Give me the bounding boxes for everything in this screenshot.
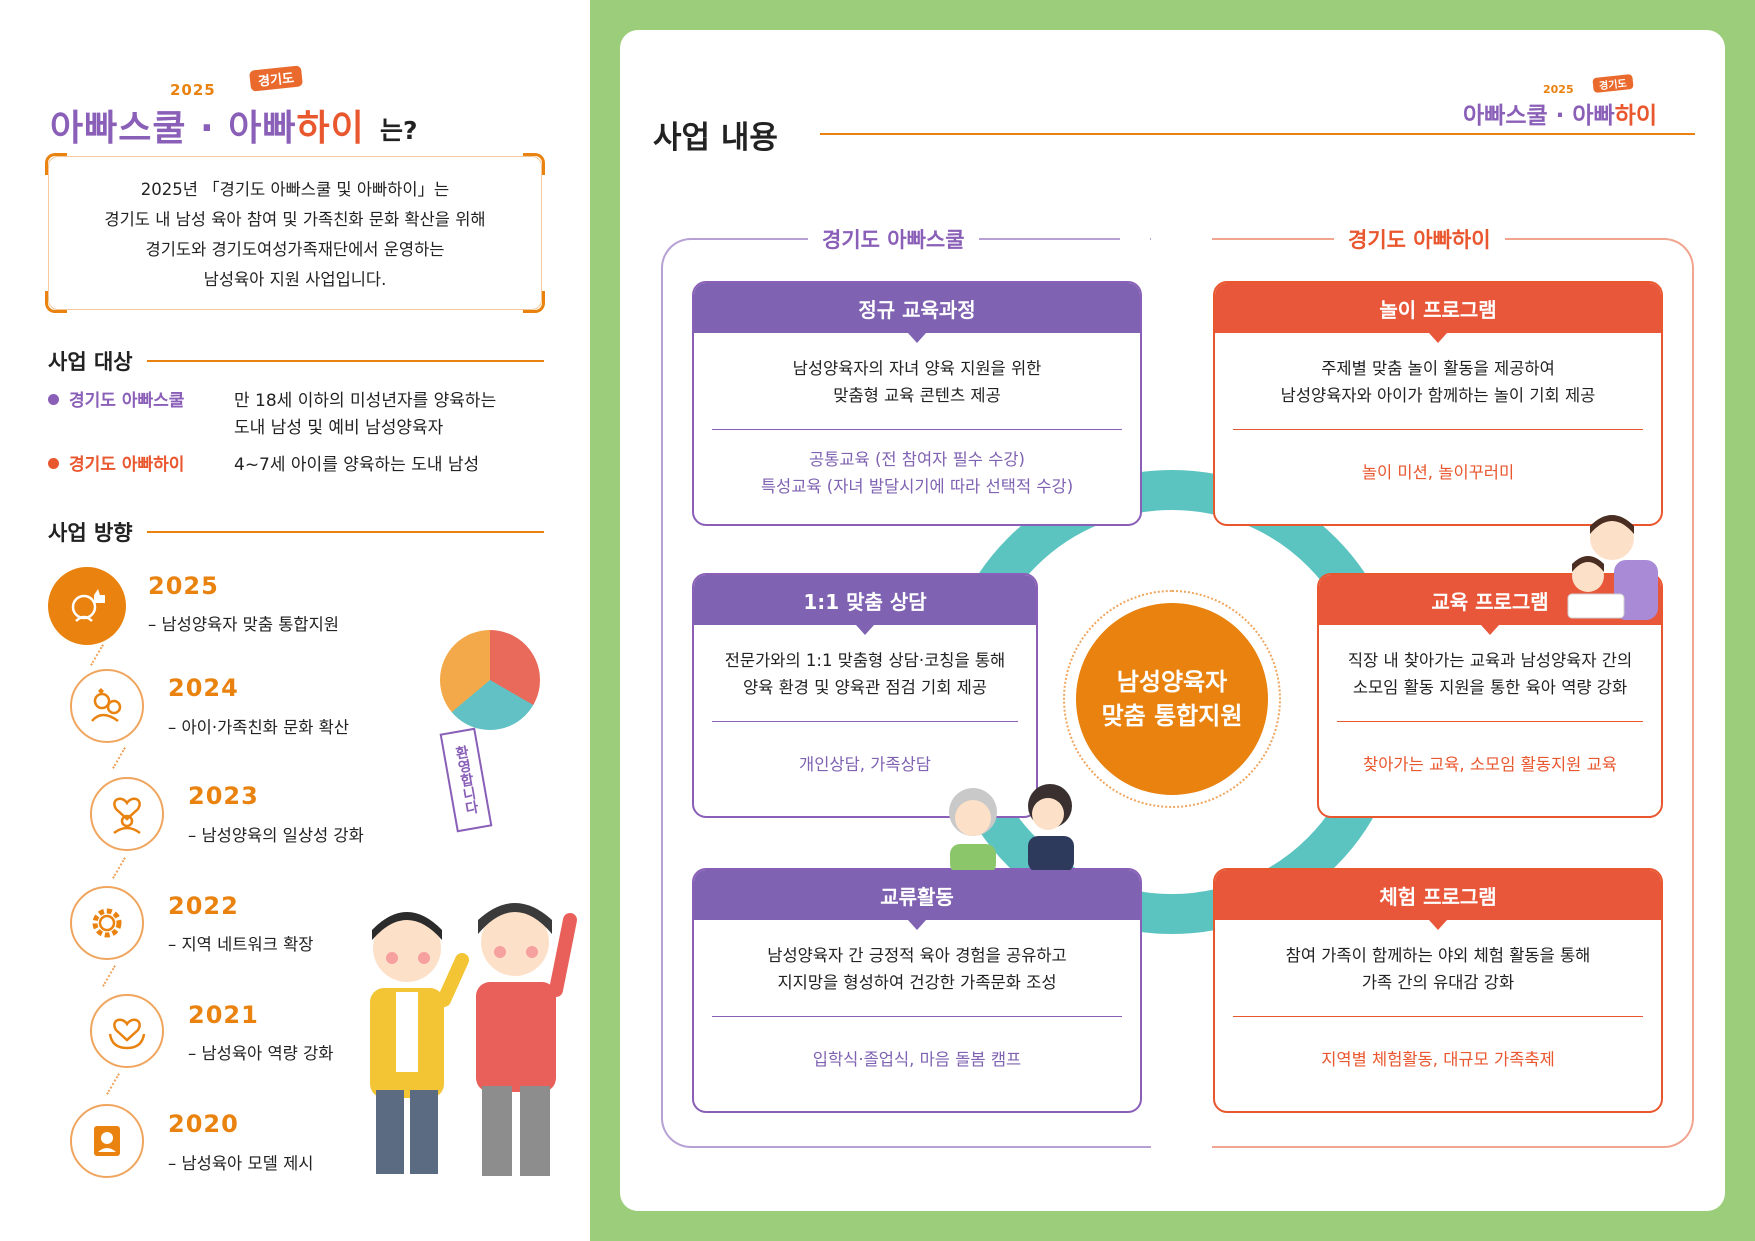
family-heart-icon — [90, 777, 164, 851]
hugging-family-icon — [70, 669, 144, 743]
gear-network-icon — [70, 886, 144, 960]
baby-frame-icon — [70, 1104, 144, 1178]
logo-tag: 경기도 — [249, 65, 303, 92]
parent-thumbs-up-icon — [48, 567, 126, 645]
timeline-desc-2022: – 지역 네트워크 확장 — [168, 935, 314, 954]
heart-hands-icon — [90, 994, 164, 1068]
intro-box: 2025년 「경기도 아빠스쿨 및 아빠하이」는 경기도 내 남성 육아 참여 … — [45, 153, 545, 313]
timeline-desc-2025: – 남성양육자 맞춤 통합지원 — [148, 615, 339, 634]
timeline-desc-2021: – 남성육아 역량 강화 — [188, 1044, 334, 1063]
timeline-year-2023: 2023 — [188, 782, 259, 810]
target-heading: 사업 대상 — [48, 346, 544, 376]
timeline-desc-2020: – 남성육아 모델 제시 — [168, 1154, 314, 1173]
appaschool-label: 경기도 아빠스쿨 — [808, 224, 979, 254]
timeline-year-2021: 2021 — [188, 1001, 259, 1029]
timeline-desc-2023: – 남성양육의 일상성 강화 — [188, 826, 364, 845]
dad-illustration-red — [460, 890, 580, 1184]
direction-heading: 사업 방향 — [48, 517, 544, 547]
timeline-desc-2024: – 아이·가족친화 문화 확산 — [168, 718, 350, 737]
father-child-reading-illustration — [1564, 514, 1664, 630]
timeline-year-2024: 2024 — [168, 674, 239, 702]
logo-year: 2025 — [170, 81, 216, 99]
target-item-appahigh: 경기도 아빠하이 4~7세 아이를 양육하는 도내 남성 — [48, 452, 479, 479]
appahigh-label: 경기도 아빠하이 — [1334, 224, 1505, 254]
center-badge: 남성양육자 맞춤 통합지원 — [1076, 603, 1268, 795]
timeline-year-2020: 2020 — [168, 1110, 239, 1138]
bullet-dot — [48, 458, 59, 469]
program-logo-small: 2025 경기도 아빠스쿨 · 아빠하이 — [1463, 73, 1703, 134]
program-logo: 2025 경기도 아빠스쿨 · 아빠하이 는? — [50, 65, 450, 155]
bullet-dot — [48, 394, 59, 405]
left-panel: 2025 경기도 아빠스쿨 · 아빠하이 는? 2025년 「경기도 아빠스쿨 … — [0, 0, 590, 1241]
timeline-year-2022: 2022 — [168, 892, 239, 920]
logo-title: 아빠스쿨 · 아빠하이 — [50, 108, 365, 149]
logo-suffix: 는? — [380, 116, 418, 145]
timeline-year-2025: 2025 — [148, 572, 219, 600]
grandparents-illustration — [938, 778, 1088, 874]
page-title: 사업 내용 — [653, 120, 778, 156]
dad-illustration-yellow — [352, 900, 472, 1184]
welcome-banner: 환영합니다 — [439, 727, 493, 833]
intro-text: 2025년 「경기도 아빠스쿨 및 아빠하이」는 경기도 내 남성 육아 참여 … — [104, 180, 486, 289]
balloon-illustration — [440, 630, 540, 730]
